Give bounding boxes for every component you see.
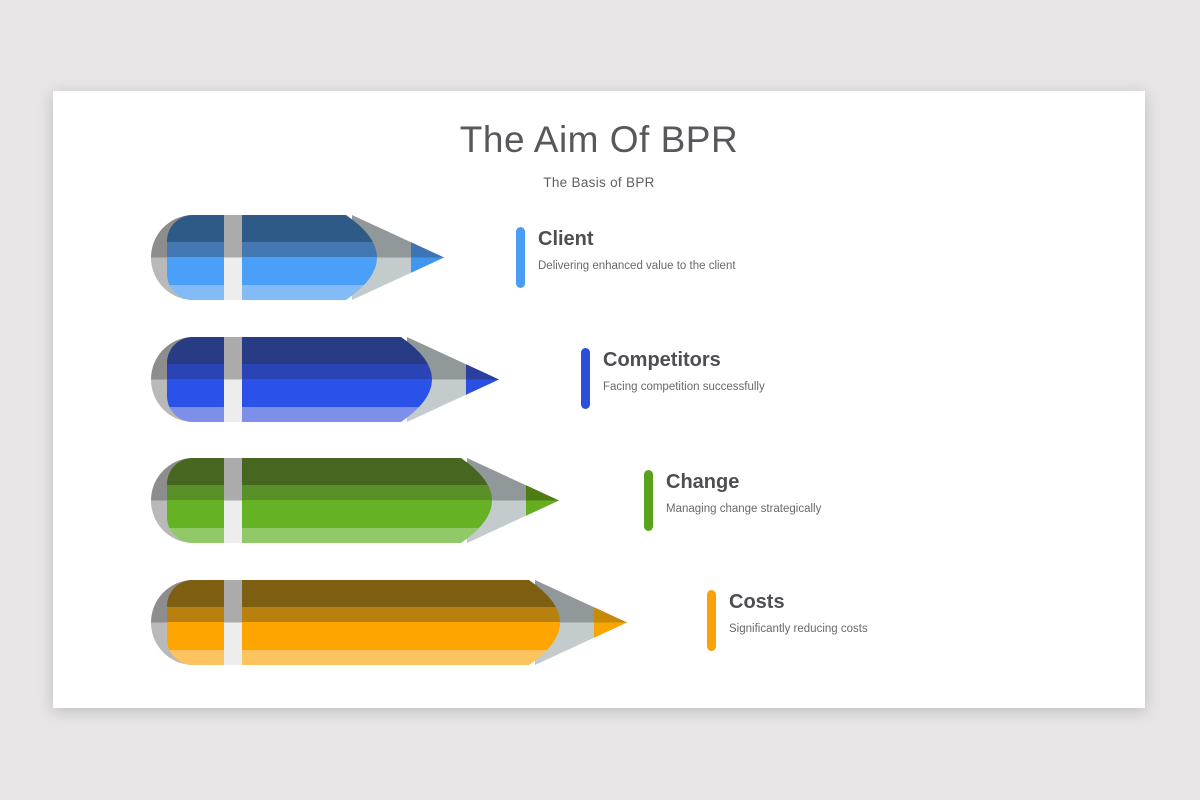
pencil-costs <box>151 580 627 665</box>
accent-bar <box>516 227 525 288</box>
item-description: Managing change strategically <box>666 503 822 515</box>
pencil-lead-bottom <box>411 257 444 273</box>
item-description: Significantly reducing costs <box>729 623 868 635</box>
item-title: Change <box>666 471 740 493</box>
item-description: Facing competition successfully <box>603 381 765 393</box>
pencil-graphic <box>151 337 499 422</box>
item-title: Competitors <box>603 349 721 371</box>
item-title: Costs <box>729 591 785 613</box>
pencil-lead-top <box>594 607 627 623</box>
pencil-lead-bottom <box>466 379 499 395</box>
pencil-body <box>167 580 560 665</box>
slide-title: The Aim Of BPR <box>459 119 739 160</box>
pencil-lead-top <box>526 485 559 501</box>
accent-bar <box>707 590 716 651</box>
pencil-band-bottom <box>224 622 242 665</box>
pencil-band-top <box>224 458 242 501</box>
pencil-lead-top <box>466 364 499 380</box>
pencil-change <box>151 458 559 543</box>
pencil-graphic <box>151 580 627 665</box>
pencil-lead-bottom <box>594 622 627 638</box>
pencil-lead-bottom <box>526 500 559 516</box>
pencil-band-bottom <box>224 379 242 422</box>
pencil-body <box>167 337 432 422</box>
pencil-band-bottom <box>224 257 242 300</box>
pencil-body <box>167 458 492 543</box>
pencil-band-top <box>224 580 242 623</box>
accent-bar <box>581 348 590 409</box>
item-title: Client <box>538 228 594 250</box>
pencil-graphic <box>151 458 559 543</box>
pencil-band-top <box>224 215 242 258</box>
pencil-graphic <box>151 215 444 300</box>
accent-bar <box>644 470 653 531</box>
pencil-competitors <box>151 337 499 422</box>
pencil-client <box>151 215 444 300</box>
pencil-body <box>167 215 377 300</box>
item-description: Delivering enhanced value to the client <box>538 260 736 272</box>
slide-subtitle: The Basis of BPR <box>543 175 655 190</box>
pencil-lead-top <box>411 242 444 258</box>
pencil-band-bottom <box>224 500 242 543</box>
pencil-band-top <box>224 337 242 380</box>
